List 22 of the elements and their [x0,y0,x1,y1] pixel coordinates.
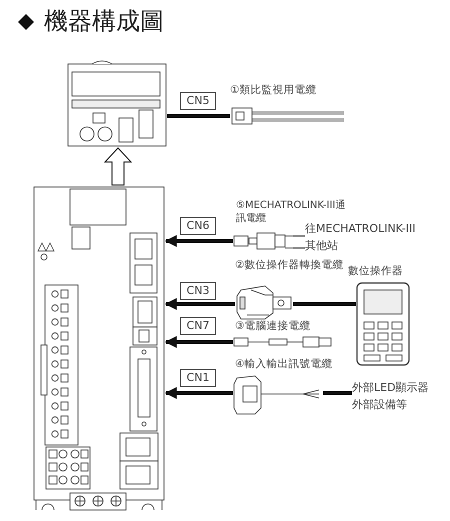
cable-caption: ④輸入輸出訊號電纜 [235,358,332,371]
cable-caption: ⑤MECHATROLINK-III通訊電纜 [236,199,346,224]
connector-label: CN1 [180,369,216,387]
arrow [104,147,132,186]
connector-label: CN5 [180,92,216,110]
cable-line [167,114,230,118]
arrow [164,387,233,399]
cable-caption: ③電腦連接電纜 [235,320,310,333]
destination-text: 往MECHATROLINK-III其他站 [305,221,425,254]
cable-caption: ②數位操作器轉換電纜 [235,259,344,272]
cable-caption: ①類比監視用電纜 [230,84,316,97]
cable-caption: 數位操作器 [348,265,403,278]
arrow [164,298,235,310]
cable-line [293,302,356,306]
connector-label: CN3 [180,282,216,300]
arrow [164,336,233,348]
connector-label: CN7 [180,317,216,335]
title: 機器構成圖 [44,6,164,37]
arrow [164,235,233,247]
destination-text: 外部LED顯示器外部設備等 [352,380,432,414]
cable-line [323,391,352,395]
connector-label: CN6 [180,217,216,235]
